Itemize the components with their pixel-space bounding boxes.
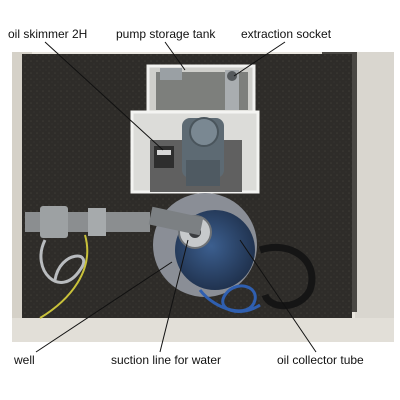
blue-hose [198, 284, 261, 314]
suction-elbow [148, 206, 204, 236]
leader-pump-tank [164, 41, 186, 71]
pipe-valve [40, 206, 68, 238]
skimmer-nameplate [157, 150, 171, 155]
leader-oil-skimmer [44, 41, 164, 151]
leader-collector [239, 239, 317, 353]
label-oil-collector-tube: oil collector tube [277, 353, 364, 367]
leader-lines [35, 41, 317, 353]
bottom-ledge [12, 318, 394, 342]
label-oil-skimmer: oil skimmer 2H [8, 27, 88, 41]
oil-collector-tube [258, 243, 316, 310]
extraction-socket-opening [227, 71, 237, 81]
leader-well [35, 261, 173, 353]
label-well: well [14, 353, 35, 367]
leader-extraction [233, 41, 286, 77]
tank-fitting [160, 68, 182, 80]
skimmer-control-box [154, 146, 174, 168]
yellow-cable [39, 234, 89, 319]
label-pump-storage-tank: pump storage tank [116, 27, 216, 41]
extraction-socket [225, 70, 239, 110]
pipe-coupling [88, 208, 106, 236]
motor-base [186, 160, 220, 186]
motor-fan-cover [189, 117, 219, 147]
label-extraction-socket: extraction socket [241, 27, 332, 41]
gray-cable [39, 239, 86, 284]
label-suction-line: suction line for water [111, 353, 222, 367]
right-wall [355, 52, 394, 342]
leader-suction [159, 239, 189, 353]
